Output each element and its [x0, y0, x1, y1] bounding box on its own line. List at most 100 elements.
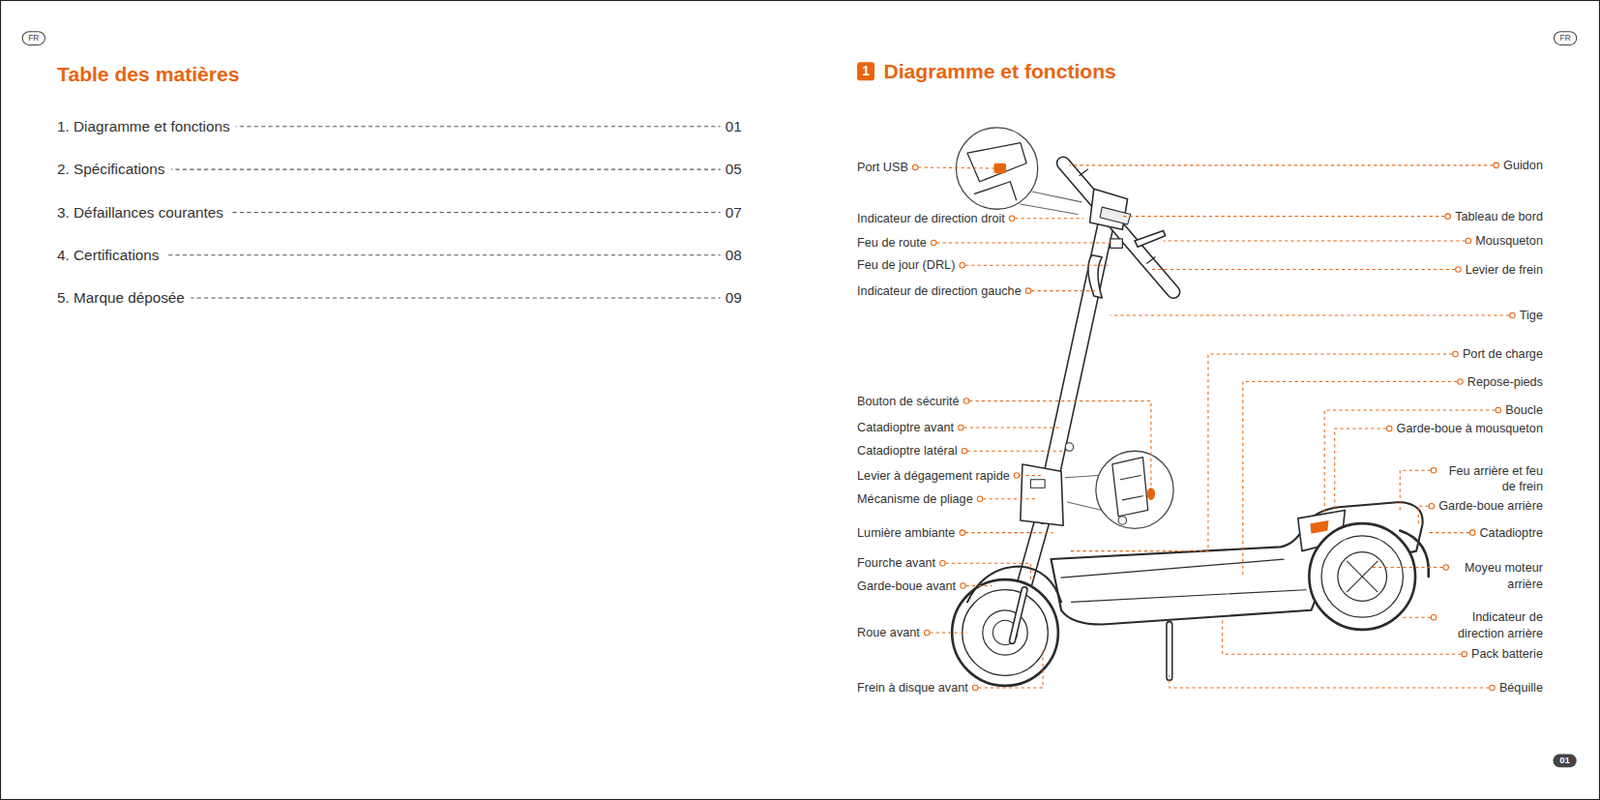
toc-entry: 3. Défaillances courantes [57, 203, 230, 222]
leader-line [1110, 314, 1511, 316]
part-label: Lumière ambiante [855, 524, 958, 541]
leader-dot [940, 561, 946, 566]
page-ref: 08 [720, 245, 742, 265]
scooter [1399, 531, 1429, 577]
scooter [1071, 590, 1307, 603]
scooter [974, 181, 1016, 201]
leader-line [967, 450, 1066, 452]
leader-dot [963, 398, 969, 404]
page-ref: 07 [720, 203, 742, 222]
leader-dot [1461, 651, 1467, 656]
leader-line [1068, 164, 1493, 166]
scooter [1011, 590, 1025, 642]
part-label: Garde-boue avant [855, 577, 958, 594]
leader-dot [959, 530, 965, 535]
leader-dot [1469, 530, 1475, 535]
part-label: Guidon [1501, 156, 1545, 174]
part-label: Fourche avant [855, 555, 938, 572]
part-label: Moyeu moteur arrière [1451, 559, 1545, 593]
badges [22, 31, 1577, 769]
part-label: Bouton de sécurité [855, 392, 962, 410]
leader-line [946, 562, 1032, 582]
scooter [1337, 552, 1388, 602]
part-label: Catadioptre latéral [855, 443, 960, 460]
leader-line [936, 242, 1115, 244]
language-badge: FR [1554, 31, 1577, 46]
leader-line [1243, 382, 1458, 579]
toc-entry: 1. Diagramme et fonctions [57, 117, 237, 136]
leader-dot [1489, 684, 1495, 690]
scooter [1030, 479, 1045, 488]
leader-line [929, 631, 968, 633]
leader-line [1369, 566, 1444, 568]
scooter [1118, 516, 1126, 525]
page-ref: 01 [720, 117, 742, 136]
part-label: Indicateur de direction gauche [855, 282, 1024, 299]
scooter [1120, 475, 1143, 501]
part-label: Béquille [1497, 680, 1545, 697]
leader-line [1122, 215, 1445, 217]
toc-entry: 5. Marque déposée [57, 289, 191, 308]
leader-dot [930, 239, 936, 245]
leader-dot [1452, 351, 1458, 356]
part-label: Feu arrière et feu de frein [1438, 462, 1545, 496]
part-label: Feu de jour (DRL) [855, 257, 958, 274]
scooter [1011, 590, 1025, 642]
scooter [1112, 457, 1149, 517]
leader-dot [1430, 468, 1436, 474]
part-label: Roue avant [855, 624, 922, 642]
leader-line [982, 498, 1037, 500]
leader-line [1399, 617, 1431, 619]
part-label: Levier de frein [1463, 261, 1545, 278]
leader-dot [1445, 213, 1451, 219]
leader-dot [1025, 288, 1031, 294]
scooter [1042, 204, 1111, 516]
leader-dot [958, 424, 964, 430]
scooter [1309, 520, 1329, 534]
leader-dot [1465, 237, 1471, 243]
leader-line [1169, 675, 1489, 688]
scooter [1063, 163, 1174, 293]
leader-dot [977, 496, 982, 502]
part-label: Repose-pieds [1465, 373, 1545, 390]
leader-line [1068, 354, 1452, 552]
leader-line [1334, 428, 1387, 512]
part-label: Pack batterie [1469, 646, 1545, 663]
part-label: Frein à disque avant [855, 680, 971, 697]
part-label: Port de charge [1460, 346, 1545, 363]
leader-dot [1493, 162, 1499, 168]
leader-dot [960, 583, 966, 589]
scooter [1308, 523, 1416, 630]
part-label: Tige [1517, 307, 1545, 325]
leader-dot [1457, 379, 1463, 385]
leader-line [1031, 290, 1096, 292]
leader-line [1418, 505, 1428, 526]
leader-line [1428, 532, 1470, 534]
part-label: Catadioptre [1477, 524, 1545, 541]
leader-line [964, 426, 1060, 428]
badges [22, 31, 45, 46]
part-label: Port USB [855, 159, 911, 177]
scooter [967, 143, 1027, 182]
leader-line [918, 167, 1000, 169]
scooter [1346, 561, 1378, 593]
part-label: Garde-boue à mousqueton [1394, 420, 1546, 438]
scooter [1020, 464, 1064, 526]
section-number: 1 [857, 61, 875, 81]
toc-entry: 4. Certifications [57, 245, 166, 265]
part-label: Mécanisme de pliage [855, 490, 976, 507]
scooter [967, 565, 1062, 602]
leader-dot [1495, 407, 1501, 413]
leader-line [966, 585, 993, 587]
scooter [1020, 191, 1082, 214]
leader-line [1163, 239, 1466, 241]
scooter [1065, 443, 1073, 451]
leader-line [1019, 474, 1041, 476]
scooter [1134, 230, 1166, 247]
part-label: Indicateur de direction droit [855, 209, 1008, 227]
leader-dot [1387, 425, 1393, 431]
